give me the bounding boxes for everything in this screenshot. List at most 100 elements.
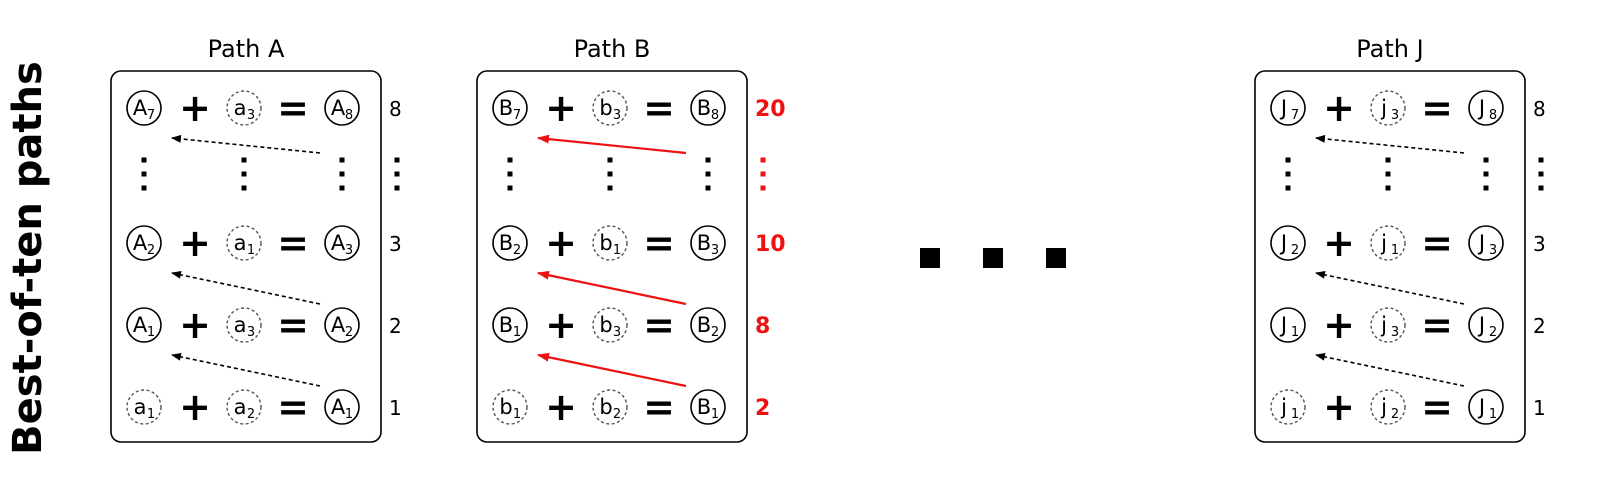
result-circle (324, 307, 360, 343)
summand-circle (126, 389, 162, 425)
summand-circle (226, 389, 262, 425)
term-letter: j (1380, 231, 1387, 255)
step-value: 2 (755, 396, 770, 421)
equals-sign: = (1421, 385, 1453, 429)
term-subscript: 1 (513, 407, 521, 422)
summand-circle (1270, 389, 1306, 425)
result-circle (1270, 225, 1306, 261)
result-circle (1468, 307, 1504, 343)
plus-sign: + (1323, 221, 1355, 265)
term-subscript: 1 (147, 325, 155, 340)
result-circle (690, 389, 726, 425)
plus-sign: + (1323, 86, 1355, 130)
term-letter: a (234, 96, 247, 120)
term-subscript: 1 (1291, 325, 1299, 340)
term-letter: j (1380, 313, 1387, 337)
result-circle (690, 90, 726, 126)
term-subscript: 3 (613, 108, 621, 123)
term-letter: B (499, 96, 513, 120)
result-circle (492, 225, 528, 261)
result-circle (492, 307, 528, 343)
term-subscript: 7 (1291, 108, 1299, 123)
equals-sign: = (277, 86, 309, 130)
term-subscript: 3 (247, 325, 255, 340)
step-value: 3 (1533, 232, 1546, 256)
term-letter: j (1380, 96, 1387, 120)
term-subscript: 2 (345, 325, 353, 340)
term-letter: A (331, 313, 346, 337)
carry-arrow (1315, 352, 1465, 387)
plus-sign: + (545, 86, 577, 130)
result-circle (690, 225, 726, 261)
path-label: Path A (208, 35, 285, 63)
carry-arrow (537, 352, 687, 388)
value-ellipsis (1538, 157, 1544, 191)
result-circle (1270, 307, 1306, 343)
carry-arrow (537, 134, 687, 155)
result-circle (1468, 389, 1504, 425)
equals-sign: = (1421, 221, 1453, 265)
term-letter: B (499, 231, 513, 255)
summand-circle (492, 389, 528, 425)
result-circle (126, 90, 162, 126)
term-letter: J (1279, 96, 1287, 120)
term-subscript: 1 (1391, 243, 1399, 258)
term-subscript: 1 (613, 243, 621, 258)
term-letter: b (599, 395, 612, 419)
summand-circle (592, 225, 628, 261)
step-value: 2 (1533, 314, 1546, 338)
term-letter: A (133, 231, 148, 255)
term-letter: b (599, 231, 612, 255)
step-value: 20 (755, 97, 786, 122)
term-letter: b (599, 96, 612, 120)
result-circle (492, 90, 528, 126)
step-value: 10 (755, 232, 786, 257)
term-letter: B (697, 231, 711, 255)
term-letter: a (234, 313, 247, 337)
equals-sign: = (643, 221, 675, 265)
term-subscript: 3 (247, 108, 255, 123)
equals-sign: = (643, 86, 675, 130)
step-value: 1 (389, 396, 402, 420)
term-letter: A (133, 96, 148, 120)
path-label: Path B (574, 35, 651, 63)
row-ellipsis (1483, 157, 1489, 191)
term-subscript: 2 (1291, 243, 1299, 258)
term-subscript: 2 (1391, 407, 1399, 422)
result-circle (1270, 90, 1306, 126)
term-subscript: 1 (247, 243, 255, 258)
result-circle (1468, 225, 1504, 261)
row-ellipsis (607, 157, 613, 191)
term-letter: j (1280, 395, 1287, 419)
term-subscript: 8 (345, 108, 353, 123)
path-box (110, 70, 382, 443)
plus-sign: + (545, 221, 577, 265)
plus-sign: + (179, 385, 211, 429)
term-subscript: 1 (711, 407, 719, 422)
carry-arrow (537, 270, 687, 306)
row-ellipsis (1385, 157, 1391, 191)
equals-sign: = (1421, 303, 1453, 347)
equals-sign: = (277, 303, 309, 347)
row-ellipsis (705, 157, 711, 191)
term-subscript: 2 (147, 243, 155, 258)
term-subscript: 2 (247, 407, 255, 422)
term-subscript: 7 (147, 108, 155, 123)
term-letter: J (1477, 96, 1485, 120)
plus-sign: + (179, 303, 211, 347)
